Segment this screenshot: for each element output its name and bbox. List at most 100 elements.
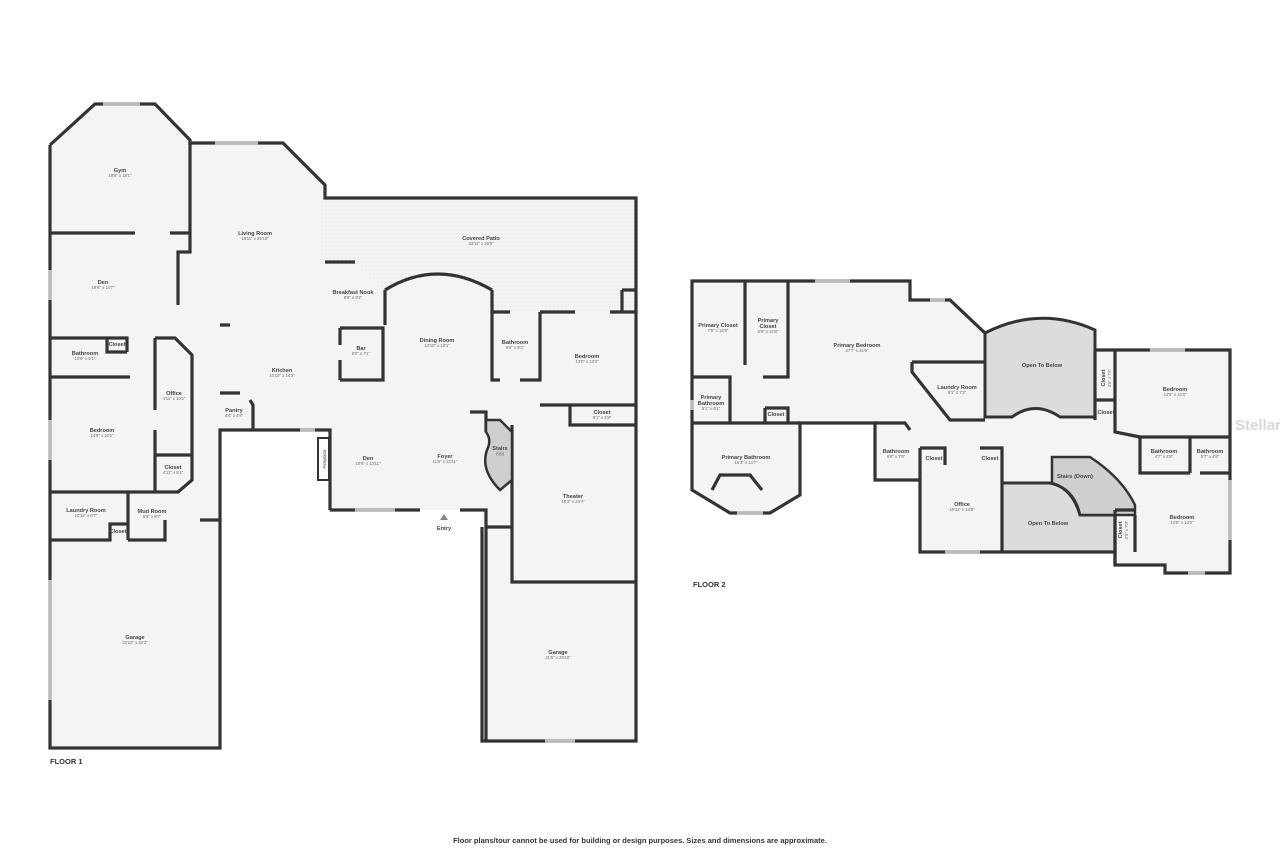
f1-room-dims: 14'10" x 18'1" [424, 343, 450, 348]
f1-room-name: Closet [593, 410, 610, 416]
f2-room-name: Primary [701, 395, 723, 401]
fireplace-box [317, 437, 330, 481]
f1-room-name: Dining Room [420, 338, 455, 344]
dining-arc-wall [384, 272, 493, 292]
f2-room-name: Stairs (Down) [1057, 474, 1093, 480]
f1-room-name: Office [166, 391, 182, 397]
f1-room-name: Laundry Room [66, 508, 105, 514]
f1-room-name: Theater [563, 494, 584, 500]
f1-room-name: Mud Room [138, 509, 167, 515]
f1-room-dims: 18'3" x 24'4" [562, 499, 585, 504]
f1-room-name: Bedroom [575, 354, 600, 360]
f2-room-name: Open To Below [1028, 521, 1069, 527]
f1-room-name: Den [363, 456, 374, 462]
f1-room-name: Living Room [238, 231, 272, 237]
f1-room-name: Bathroom [502, 340, 528, 346]
f1-room-dims: 19'8" x 14'7" [92, 285, 115, 290]
floor-1-outer-wall [48, 102, 638, 743]
f2-room-dims: 14'6" x 12'3" [1164, 392, 1187, 397]
f1-room-dims: 23'10" x 32'3" [122, 640, 148, 645]
floor-1-label: FLOOR 1 [50, 757, 83, 766]
f2-room-name: Open To Below [1022, 363, 1063, 369]
f1-room-name: Gym [114, 168, 126, 174]
f1-room-dims: 11'6" x 13'11" [433, 459, 458, 464]
f2-room-name: Primary Bathroom [722, 455, 771, 461]
f2-room-name: Laundry Room [937, 385, 976, 391]
disclaimer: Floor plans/tour cannot be used for buil… [453, 836, 827, 845]
f2-room-dims: 4'7" x 4'8" [1155, 454, 1174, 459]
f1-room-dims: 14'9" x 16'2" [91, 433, 114, 438]
f2-room-name: Primary Bedroom [834, 343, 881, 349]
f1-room-dims: 10'10" x 14'3" [269, 373, 295, 378]
f1-room-name: Pantry [225, 408, 243, 414]
entry-arrow-icon [440, 514, 448, 520]
f2-room-name: Closet [1097, 410, 1114, 416]
f1-room-dims: 10'8" x 13'11" [356, 461, 381, 466]
f2-room-name: Bedroom [1170, 515, 1195, 521]
stairs-up [483, 418, 514, 492]
f1-room-name: Bathroom [72, 351, 98, 357]
f2-room-name: Closet [925, 456, 942, 462]
floor-2-label: FLOOR 2 [693, 580, 726, 589]
f2-room-dims: 15'3" x 14'7" [735, 460, 758, 465]
f2-room-dims: 9'1" x 7'3" [948, 390, 967, 395]
f1-room-name: Bedroom [90, 428, 115, 434]
f2-room-dims: 5'1" x 6'1" [702, 406, 721, 411]
f2-room-dims: 6'8" x 7'8" [887, 454, 906, 459]
f2-room-name: Primary [758, 318, 780, 324]
f2-room-dims: 5'8" x 12'8" [758, 329, 779, 334]
foyer-bottom-wall [330, 508, 512, 529]
f2-room-name: Closet [767, 412, 784, 418]
floor-2-bedroom-left-wall [1113, 515, 1137, 552]
f2-room-name: Closet [759, 324, 776, 330]
f2-room-name: Bathroom [1151, 449, 1177, 455]
f1-room-name: Closet [108, 342, 125, 348]
f2-room-name: Office [954, 502, 970, 508]
f2-room-name: Primary Closet [698, 323, 738, 329]
fireplace-label: Fireplace [322, 449, 327, 468]
f2-room-name: Bedroom [1163, 387, 1188, 393]
f1-room-dims: 21'6" x 29'10" [545, 655, 571, 660]
entry-label: Entry [437, 526, 452, 532]
f2-room-dims: 7'6" x 12'8" [708, 328, 729, 333]
f1-room-dims: 13'0" x 13'4" [576, 359, 599, 364]
f2-room-name: Bathroom [1197, 449, 1223, 455]
watermark: StellarMLS [1235, 417, 1280, 434]
closet-rotated-1-name: Closet [1101, 369, 1107, 386]
floor-2-plan [690, 279, 1232, 575]
f1-room-dims: 6'9" x 6'7" [143, 514, 162, 519]
f1-room-name: Garage [125, 635, 144, 641]
closet-rotated-1-dims: 2'5" x 7'5" [1107, 368, 1112, 387]
f1-room-name: Closet [164, 465, 181, 471]
f1-room-name: Bar [356, 346, 366, 352]
f2-room-name: Bathroom [698, 401, 724, 407]
f1-room-dims: 10'9" x 5'1" [75, 356, 96, 361]
floor-1-area [50, 104, 636, 748]
f1-room-dims: 4'11" x 10'2" [163, 396, 186, 401]
f1-room-dims: 43'11" x 16'0" [469, 241, 494, 246]
closet-rotated-2-dims: 2'5" x 7'8" [1124, 520, 1129, 539]
f1-room-dims: 9'1" x 2'9" [593, 415, 612, 420]
interior-walls-floor-1 [50, 143, 636, 741]
f1-room-dims: 6'0" x 7'1" [352, 351, 371, 356]
floor-1-plan [48, 102, 638, 750]
f2-room-dims: 27'7" x 21'5" [846, 348, 869, 353]
f1-room-dims: 6'6" x 9'4" [506, 345, 525, 350]
f2-room-dims: 5'7" x 4'8" [1201, 454, 1220, 459]
f2-room-dims: 10'11" x 14'8" [950, 507, 975, 512]
windows-floor-1 [48, 102, 575, 743]
f1-room-dims: 4'11" x 5'1" [163, 470, 184, 475]
f1-room-dims: 19'8" x 18'1" [109, 173, 132, 178]
f1-room-dims: 4'6" x 4'9" [225, 413, 244, 418]
f1-room-name: Closet [109, 529, 126, 535]
f1-room-dims: 10'11" x 6'7" [75, 513, 98, 518]
f1-room-name: Breakfast Nook [332, 290, 374, 296]
f1-room-name: Kitchen [272, 368, 293, 374]
f2-room-dims: 14'9" x 13'0" [1171, 520, 1194, 525]
windows-floor-2 [690, 279, 1232, 575]
f1-room-name: Foyer [437, 454, 453, 460]
f1-room-name: Garage [548, 650, 567, 656]
f2-room-name: Bathroom [883, 449, 909, 455]
